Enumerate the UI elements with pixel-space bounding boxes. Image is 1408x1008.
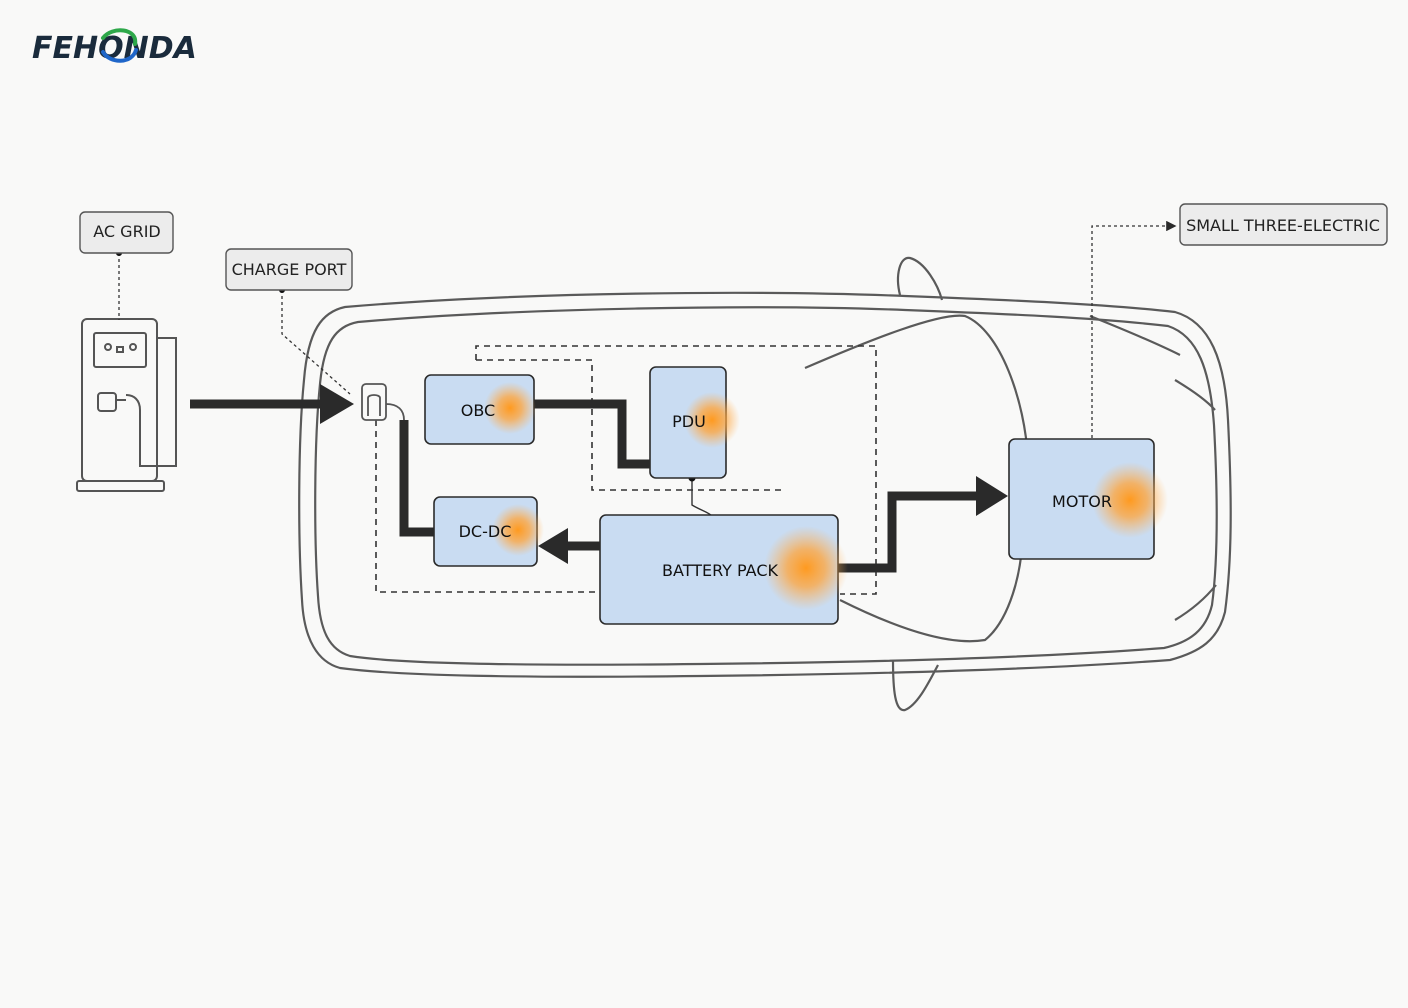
charge-port-socket-icon bbox=[361, 383, 405, 421]
label-ac-grid: AC GRID bbox=[79, 211, 174, 254]
pdu-battery-link bbox=[691, 478, 713, 517]
dcdc-hotspot bbox=[492, 504, 544, 556]
leader-lines bbox=[118, 220, 1177, 438]
component-dcdc-label: DC-DC bbox=[459, 522, 512, 541]
power-line-battery-motor bbox=[838, 491, 980, 573]
component-motor: MOTOR bbox=[1008, 438, 1168, 560]
brand-logo: FEHONDA bbox=[32, 28, 197, 66]
car-outline bbox=[298, 256, 1232, 712]
label-ac-grid-text: AC GRID bbox=[93, 222, 160, 241]
signal-loop bbox=[375, 345, 877, 595]
component-pdu: PDU bbox=[649, 366, 740, 479]
label-charge-port-text: CHARGE PORT bbox=[232, 260, 347, 279]
component-pdu-label: PDU bbox=[672, 412, 706, 431]
pdu-hotspot bbox=[684, 392, 740, 448]
label-small-three-electric: SMALL THREE-ELECTRIC bbox=[1179, 203, 1388, 246]
power-line-obc-pdu bbox=[534, 399, 650, 469]
component-obc: OBC bbox=[424, 374, 536, 445]
leader-small-three-electric bbox=[1091, 220, 1177, 438]
arrow-head-motor bbox=[976, 476, 1008, 516]
charging-station-icon bbox=[76, 318, 177, 492]
power-line-port-dcdc bbox=[399, 420, 436, 537]
component-battery-pack: BATTERY PACK bbox=[599, 514, 848, 625]
arrow-head-dcdc bbox=[538, 528, 568, 564]
motor-hotspot bbox=[1092, 462, 1168, 538]
label-small-three-electric-text: SMALL THREE-ELECTRIC bbox=[1186, 216, 1380, 235]
component-motor-label: MOTOR bbox=[1052, 492, 1112, 511]
arrow-head-grid-port bbox=[320, 384, 354, 424]
component-dcdc: DC-DC bbox=[433, 496, 544, 567]
leader-charge-port bbox=[281, 290, 351, 395]
obc-hotspot bbox=[484, 382, 536, 434]
component-obc-label: OBC bbox=[461, 401, 495, 420]
battery-hotspot bbox=[764, 526, 848, 610]
label-charge-port: CHARGE PORT bbox=[225, 248, 353, 291]
component-battery-label: BATTERY PACK bbox=[662, 561, 778, 580]
power-lines bbox=[190, 399, 980, 573]
logo-swoosh-green bbox=[101, 28, 138, 46]
logo-swoosh-blue bbox=[101, 48, 138, 63]
